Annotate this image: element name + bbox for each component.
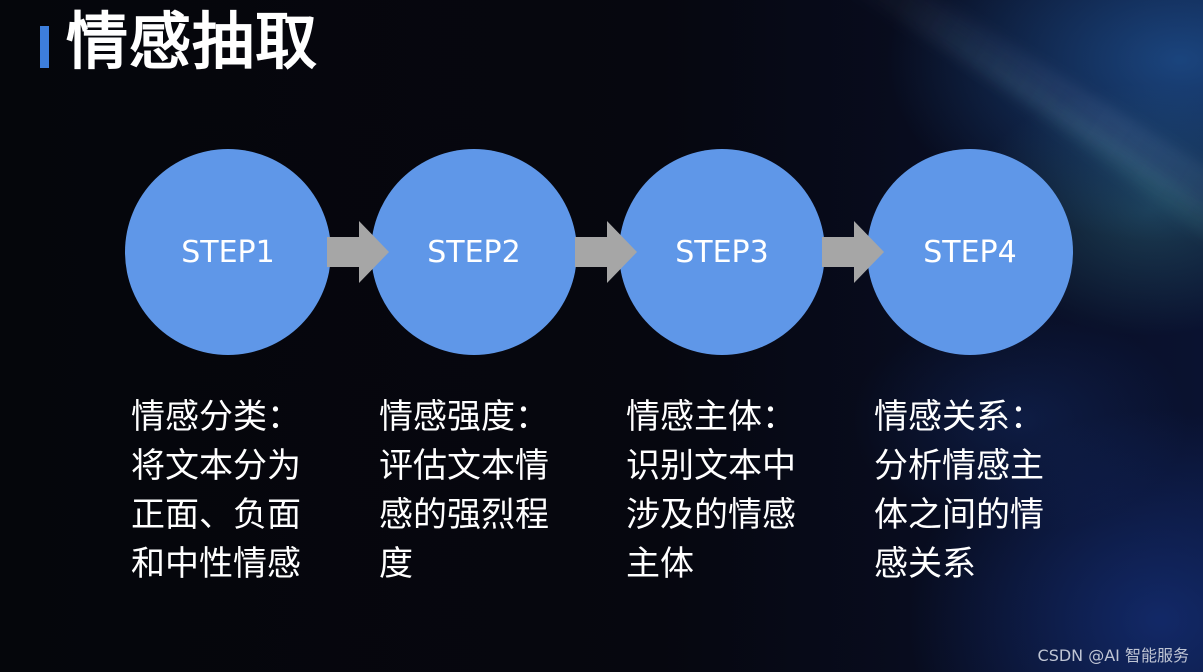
- step-2-label: STEP2: [427, 234, 521, 270]
- title-accent-bar: [40, 26, 49, 68]
- step-4-description: 情感关系： 分析情感主 体之间的情 感关系: [874, 397, 1044, 584]
- step-3-label: STEP3: [675, 234, 769, 270]
- step-4-circle: STEP4: [867, 149, 1073, 355]
- step-3-description: 情感主体： 识别文本中 涉及的情感 主体: [626, 397, 796, 584]
- step-3-circle: STEP3: [619, 149, 825, 355]
- step-4-label: STEP4: [923, 234, 1017, 270]
- step-2-circle: STEP2: [371, 149, 577, 355]
- right-arrow-icon: [327, 221, 389, 283]
- watermark: CSDN @AI 智能服务: [1037, 646, 1189, 665]
- slide-title: 情感抽取: [66, 5, 319, 78]
- step-1-circle: STEP1: [125, 149, 331, 355]
- right-arrow-icon: [575, 221, 637, 283]
- right-arrow-icon: [822, 221, 884, 283]
- step-2-description: 情感强度： 评估文本情 感的强烈程 度: [379, 397, 549, 584]
- step-1-description: 情感分类： 将文本分为 正面、负面 和中性情感: [131, 397, 301, 584]
- step-1-label: STEP1: [181, 234, 275, 270]
